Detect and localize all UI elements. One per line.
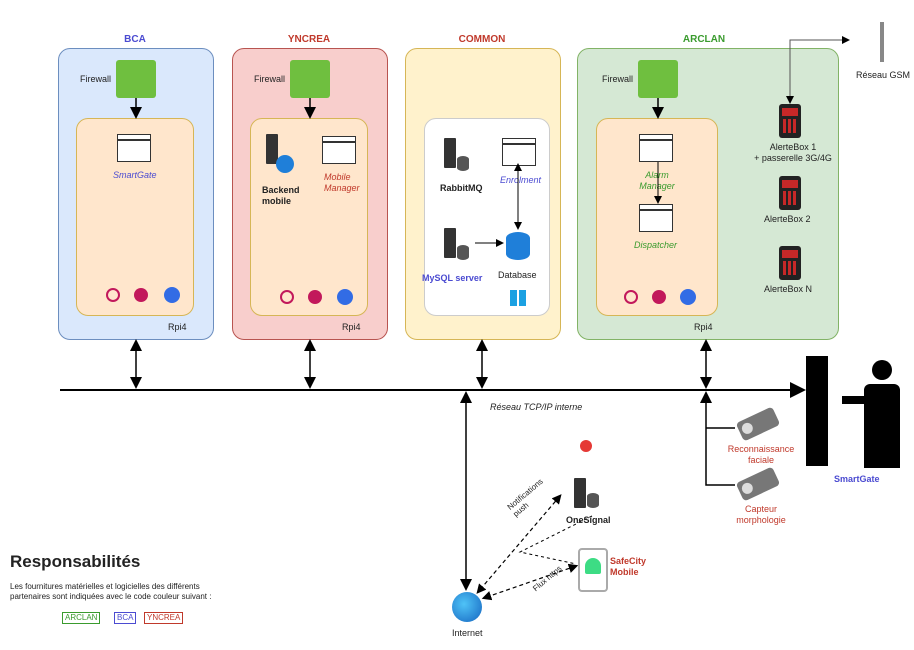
network-label: Réseau TCP/IP interne xyxy=(490,402,583,412)
mysql-server-icon xyxy=(444,228,456,258)
raspberry-icon-2 xyxy=(308,290,322,304)
panel-arclan-title: ARCLAN xyxy=(682,34,726,45)
panel-bca-title: BCA xyxy=(124,34,146,45)
raspberry-icon xyxy=(134,288,148,302)
person-body-icon xyxy=(864,384,900,468)
bca-app-label: SmartGate xyxy=(113,170,157,180)
database-label: Database xyxy=(498,270,537,280)
debian-icon-3 xyxy=(624,290,638,304)
kubernetes-icon-3 xyxy=(680,289,696,305)
phone-icon xyxy=(578,548,608,592)
internet-globe-icon xyxy=(452,592,482,622)
antenna-icon xyxy=(880,22,884,62)
enrolment-window-icon xyxy=(502,138,536,166)
rabbitmq-server-icon xyxy=(444,138,456,168)
capteur-label: Capteur morphologie xyxy=(736,504,786,525)
alertebox-2-label: AlerteBox 2 xyxy=(764,214,811,224)
onesignal-logo-icon xyxy=(580,440,592,452)
alarm-window-icon xyxy=(639,134,673,162)
globe-icon xyxy=(276,155,294,173)
raspberry-icon-3 xyxy=(652,290,666,304)
safecity-label: SafeCity Mobile xyxy=(610,556,647,577)
responsibilities-title: Responsabilités xyxy=(10,552,141,571)
gate-icon xyxy=(806,356,828,466)
rabbitmq-db-icon xyxy=(456,155,470,172)
yncrea-firewall-icon xyxy=(290,60,330,98)
arclan-host-label: Rpi4 xyxy=(694,322,713,332)
arclan-firewall-label: Firewall xyxy=(602,74,634,84)
bca-window-icon xyxy=(117,134,151,162)
alarm-manager-label: Alarm Manager xyxy=(639,170,675,191)
alertebox-2-icon xyxy=(779,176,801,210)
debian-icon-2 xyxy=(280,290,294,304)
mobile-manager-label: Mobile Manager xyxy=(324,172,360,193)
arclan-firewall-icon xyxy=(638,60,678,98)
yncrea-window-icon xyxy=(322,136,356,164)
alertebox-n-label: AlerteBox N xyxy=(764,284,813,294)
legend-arclan: ARCLAN xyxy=(62,612,101,624)
database-icon xyxy=(506,232,530,260)
reco-label: Reconnaissance faciale xyxy=(727,444,795,465)
rabbitmq-label: RabbitMQ xyxy=(440,183,483,193)
onesignal-db-icon xyxy=(586,492,600,509)
alertebox-n-icon xyxy=(779,246,801,280)
yncrea-firewall-label: Firewall xyxy=(254,74,286,84)
dispatcher-window-icon xyxy=(639,204,673,232)
alertebox-1-icon xyxy=(779,104,801,138)
bca-host-label: Rpi4 xyxy=(168,322,187,332)
gsm-label: Réseau GSM xyxy=(856,70,911,80)
kubernetes-icon-2 xyxy=(337,289,353,305)
bca-firewall-icon xyxy=(116,60,156,98)
mysql-label: MySQL server xyxy=(422,273,483,283)
mysql-db-icon xyxy=(456,244,470,261)
dispatcher-label: Dispatcher xyxy=(634,240,678,250)
onesignal-server-icon xyxy=(574,478,586,508)
alertebox-1-label: AlerteBox 1 + passerelle 3G/4G xyxy=(754,142,832,163)
internet-label: Internet xyxy=(452,628,483,638)
panel-yncrea-title: YNCREA xyxy=(287,34,331,45)
panel-common-title: COMMON xyxy=(458,34,506,45)
backend-label: Backend mobile xyxy=(262,185,300,206)
onesignal-label: OneSignal xyxy=(566,515,611,525)
yncrea-host-label: Rpi4 xyxy=(342,322,361,332)
legend-yncrea: YNCREA xyxy=(144,612,184,624)
bca-firewall-label: Firewall xyxy=(80,74,112,84)
person-arm-icon xyxy=(842,396,868,404)
backend-server-icon xyxy=(266,134,278,164)
smartgate-label: SmartGate xyxy=(834,474,880,484)
kubernetes-icon xyxy=(164,287,180,303)
responsibilities-text: Les fournitures matérielles et logiciell… xyxy=(10,582,212,601)
windows-icon xyxy=(510,290,526,306)
debian-icon xyxy=(106,288,120,302)
legend-bca: BCA xyxy=(114,612,137,624)
person-head-icon xyxy=(872,360,892,380)
